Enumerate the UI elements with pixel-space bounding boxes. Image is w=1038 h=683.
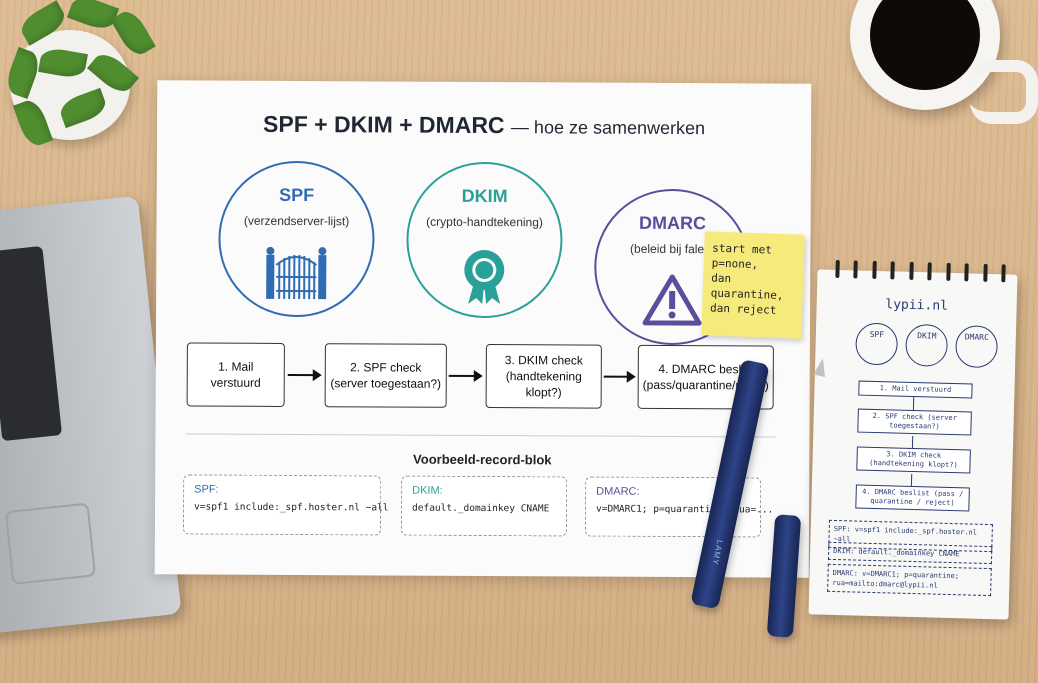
notepad-arrow-1: [912, 395, 915, 411]
notepad-step-3: 3. DKIM check (handtekening klopt?): [856, 446, 971, 474]
mug-handle: [970, 60, 1038, 124]
flow-step-1-line2: verstuurd: [210, 375, 261, 390]
notepad-step-2: 2. SPF check (server toegestaan?): [857, 408, 972, 436]
laptop-keyboard: [0, 245, 63, 442]
notepad-record-dmarc: DMARC: v=DMARC1; p=quarantine; rua=mailt…: [827, 563, 992, 597]
flow-arrow-1: [287, 373, 320, 377]
divider: [185, 433, 776, 438]
flow-arrow-2: [448, 374, 481, 377]
notepad-step-4: 4. DMARC beslist (pass / quarantine / re…: [855, 484, 970, 512]
flow-arrow-3: [603, 375, 634, 378]
laptop-trackpad: [4, 502, 97, 585]
coffee: [870, 0, 980, 90]
notepad-arrow-2: [911, 435, 914, 448]
record-dkim-value: default._domainkey CNAME: [412, 502, 550, 515]
dkim-circle-desc: (crypto-handtekening): [426, 214, 543, 230]
dmarc-circle: DMARC (beleid bij falen): [593, 188, 751, 346]
notepad-circle-dmarc: DMARC: [955, 325, 999, 369]
sheet-title-main: SPF + DKIM + DMARC: [262, 110, 505, 139]
notepad-rings: [835, 259, 1006, 284]
notepad-arrow-3: [910, 473, 913, 486]
notepad-title: lypii.nl: [885, 297, 949, 314]
flow-step-2-line2: (server toegestaan?): [330, 376, 442, 391]
sticky-note: start met p=none, dan quarantine, dan re…: [701, 231, 805, 339]
notepad-step-1: 1. Mail verstuurd: [858, 380, 973, 399]
dkim-circle: DKIM (crypto-handtekening): [406, 161, 563, 319]
notepad-record-dkim: DKIM: default._domainkey CNAME: [827, 541, 993, 565]
rosette-icon: [464, 250, 505, 305]
sticky-line-4: dan reject: [709, 301, 777, 317]
warning-icon: [642, 274, 702, 326]
record-spf-label: SPF:: [194, 483, 219, 496]
flow-step-3: 3. DKIM check(handtekening klopt?): [485, 344, 602, 409]
flow-step-3-line2: (handtekening klopt?): [505, 369, 582, 400]
flow-step-1-line1: 1. Mail: [218, 359, 254, 374]
notepad-circle-dkim: DKIM: [905, 323, 949, 367]
gate-icon: [266, 246, 327, 300]
notepad: lypii.nl SPF DKIM DMARC 1. Mail verstuur…: [808, 259, 1018, 620]
record-spf: SPF: v=spf1 include:_spf.hoster.nl ~all: [182, 474, 389, 536]
spf-circle: SPF (verzendserver-lijst): [218, 160, 375, 318]
coffee-mug: [850, 0, 1000, 110]
notepad-circle-spf: SPF: [855, 322, 899, 366]
dkim-circle-title: DKIM: [461, 185, 508, 207]
sheet-title-sub: — hoe ze samenwerken: [510, 117, 706, 139]
spf-circle-desc: (verzendserver-lijst): [243, 213, 350, 229]
plant-leaves: [0, 0, 170, 170]
record-spf-value: v=spf1 include:_spf.hoster.nl ~all: [194, 501, 389, 514]
spf-circle-title: SPF: [279, 184, 315, 206]
record-dkim: DKIM: default._domainkey CNAME: [400, 475, 568, 537]
flow-step-2: 2. SPF check(server toegestaan?): [324, 343, 447, 408]
pen-brand: LAMY: [710, 539, 725, 567]
flow-step-3-line1: 3. DKIM check: [504, 353, 583, 368]
record-block-title: Voorbeeld-record-blok: [413, 451, 552, 468]
flow-step-2-line1: 2. SPF check: [350, 360, 422, 375]
record-dkim-label: DKIM:: [412, 484, 443, 497]
diagram-sheet: SPF + DKIM + DMARC — hoe ze samenwerken …: [154, 80, 812, 578]
sheet-title: SPF + DKIM + DMARC — hoe ze samenwerken: [157, 110, 811, 140]
sticky-line-3: dan quarantine,: [710, 271, 784, 303]
